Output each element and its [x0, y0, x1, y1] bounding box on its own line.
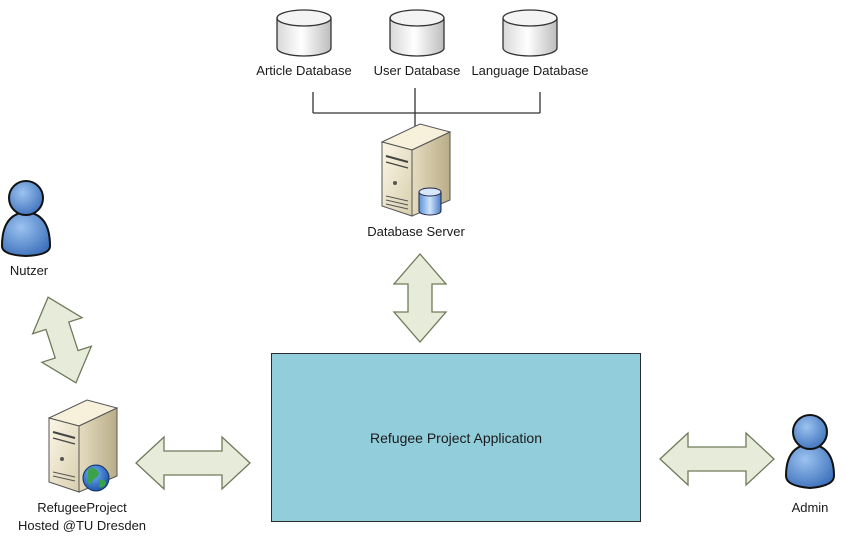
language-database-icon [502, 9, 558, 57]
web-server-label-line1: RefugeeProject [37, 500, 127, 515]
webserver-app-double-arrow [135, 435, 251, 491]
refugee-project-application-box: Refugee Project Application [271, 353, 641, 522]
nutzer-person-icon [0, 180, 52, 258]
database-server-label: Database Server [367, 224, 465, 239]
nutzer-label: Nutzer [9, 263, 49, 278]
web-server-label-line2: Hosted @TU Dresden [17, 518, 147, 533]
application-label: Refugee Project Application [370, 430, 542, 446]
database-connector-lines [312, 88, 541, 128]
user-database-label: User Database [373, 63, 461, 78]
language-database-label: Language Database [471, 63, 589, 78]
user-webserver-double-arrow [31, 296, 93, 384]
globe-icon [82, 464, 110, 492]
admin-label: Admin [791, 500, 829, 515]
server-app-double-arrow [392, 253, 448, 343]
admin-person-icon [784, 414, 836, 490]
article-database-label: Article Database [256, 63, 352, 78]
article-database-icon [276, 9, 332, 57]
app-admin-double-arrow [659, 431, 775, 487]
user-database-icon [389, 9, 445, 57]
database-server-icon [380, 123, 452, 217]
